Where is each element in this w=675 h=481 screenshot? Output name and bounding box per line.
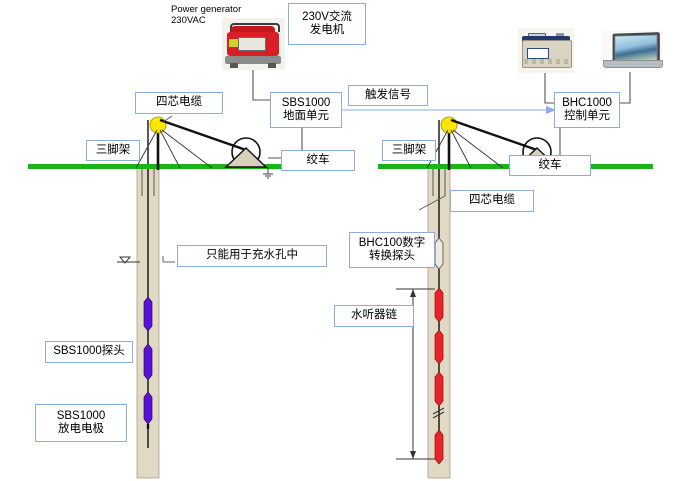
sbs-probe-2: [143, 343, 153, 381]
right-tripod-legs: [426, 129, 504, 169]
trigger-signal-arrow: [342, 106, 556, 114]
sbs-probe-3: [143, 391, 153, 425]
left-tripod-legs: [135, 129, 213, 169]
label-winch-left[interactable]: 绞车: [281, 150, 355, 171]
car-battery-image: [518, 28, 574, 73]
sbs-probe-1: [143, 296, 153, 332]
generator-caption: Power generator 230VAC: [171, 4, 242, 26]
left-borehole-group: [117, 120, 160, 479]
left-rig-group: [135, 116, 273, 179]
left-winch-cable: [159, 118, 247, 152]
link-generator-to-sbs: [252, 70, 272, 101]
label-bhc-digitizer[interactable]: BHC100数字 转换探头: [349, 232, 435, 268]
cable-break-symbol: [432, 407, 445, 419]
right-pulley: [440, 116, 458, 134]
label-sbs-probe[interactable]: SBS1000探头: [45, 341, 133, 363]
right-borehole-group: [396, 120, 451, 479]
left-winch-frame: [224, 147, 268, 168]
label-cable-right[interactable]: 四芯电缆: [450, 190, 534, 212]
hydrophone-1: [434, 287, 444, 323]
label-sbs-ground-unit[interactable]: SBS1000 地面单元: [270, 92, 342, 128]
left-winch-ground-symbol: [263, 167, 273, 179]
hydrophone-2: [434, 329, 444, 365]
label-winch-right[interactable]: 绞车: [509, 155, 591, 176]
label-tripod-left[interactable]: 三脚架: [86, 140, 140, 161]
leader-lines: [162, 115, 446, 263]
label-trigger-signal[interactable]: 触发信号: [348, 85, 428, 106]
label-hydrophone-chain[interactable]: 水听器链: [334, 305, 414, 327]
laptop-computer-image: [601, 30, 663, 72]
right-winch-cable: [450, 118, 538, 152]
label-generator-cn[interactable]: 230V交流 发电机: [288, 3, 366, 45]
link-battery-to-bhc: [544, 73, 556, 104]
label-water-filled-only[interactable]: 只能用于充水孔中: [177, 245, 327, 267]
hydrophone-3: [434, 371, 444, 407]
bhc-digitizer-probe: [434, 237, 444, 270]
label-bhc-control-unit[interactable]: BHC1000 控制单元: [554, 92, 620, 128]
label-cable-left[interactable]: 四芯电缆: [135, 92, 223, 114]
left-pulley: [149, 116, 167, 134]
power-generator-image: [222, 18, 285, 70]
link-bhc-to-winch: [551, 124, 561, 157]
hydrophone-4: [434, 429, 444, 465]
link-laptop-to-bhc: [618, 72, 631, 104]
label-sbs-electrode[interactable]: SBS1000 放电电极: [35, 404, 127, 442]
label-tripod-right[interactable]: 三脚架: [382, 140, 436, 161]
water-table-icon: [118, 256, 132, 264]
